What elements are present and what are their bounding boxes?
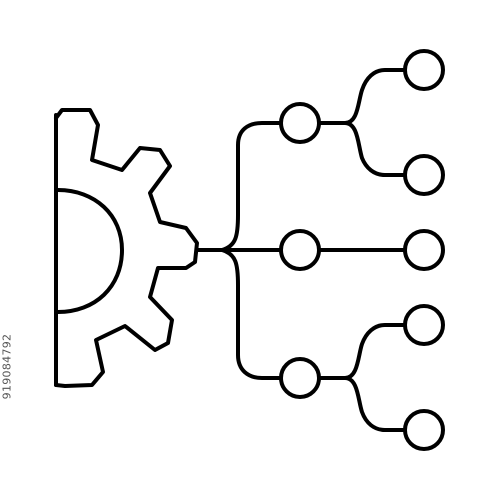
node-upper-mid [279,102,321,144]
node-lower-right [403,304,445,346]
lower-branch-line [220,248,284,380]
branch-tree-icon [195,49,445,451]
upper-fork-line [318,68,406,177]
gear-inner-arc [56,188,124,314]
node-center-right [403,229,445,271]
gear-teeth-outline [54,108,199,388]
half-gear-icon [54,108,199,388]
lower-fork-line [318,323,406,432]
node-lower-mid [279,357,321,399]
node-bottom-right [403,409,445,451]
node-top-right [403,49,445,91]
upper-branch-line [220,121,284,252]
stock-id-watermark: 919084792 [0,333,14,400]
node-center-mid [279,229,321,271]
node-upper-right [403,154,445,196]
